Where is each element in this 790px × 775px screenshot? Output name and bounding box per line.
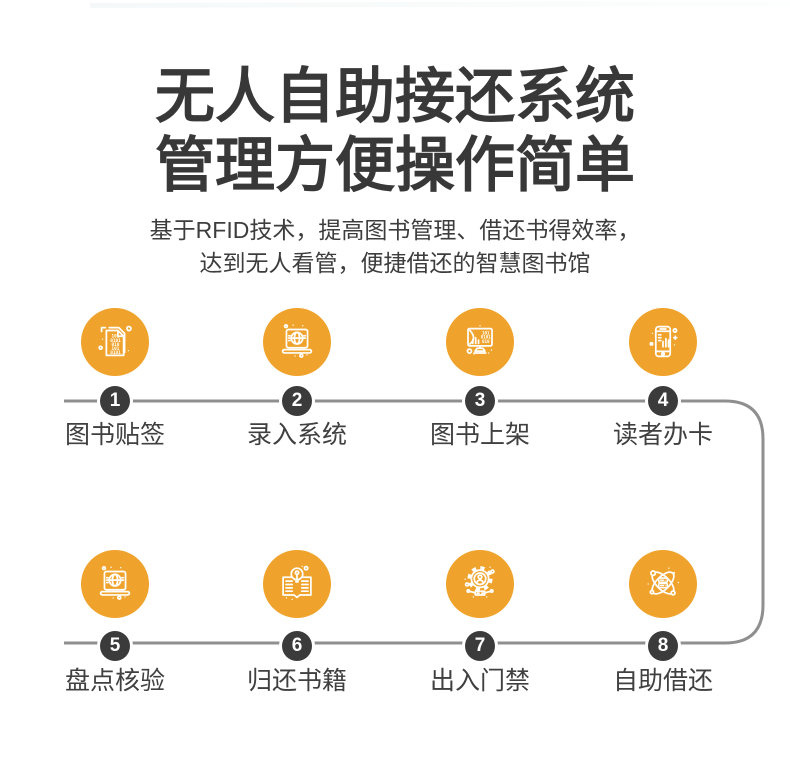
step-number-badge: 7 — [465, 631, 495, 661]
doc-binary-row: 010 — [112, 342, 120, 348]
phone-chart-icon — [649, 325, 678, 358]
gear-person-icon — [464, 566, 495, 598]
step-8-circle — [629, 550, 697, 618]
step-8: 8 自助借还 — [573, 550, 753, 694]
step-number: 7 — [474, 635, 486, 656]
step-label: 出入门禁 — [429, 667, 530, 695]
atom-data-icon — [647, 567, 680, 596]
step-4: 4 读者办卡 — [573, 308, 753, 448]
step-7-circle — [446, 550, 514, 618]
step-2: 2 录入系统 — [207, 308, 387, 448]
title-line-1: 无人自助接还系统 — [155, 63, 635, 130]
step-number-badge: 4 — [648, 386, 678, 416]
laptop-globe-icon — [99, 565, 131, 600]
monitor-binary-row: 0101 — [481, 335, 492, 340]
step-label: 盘点核验 — [64, 667, 165, 695]
book-bulb-icon — [282, 565, 312, 601]
step-5: 5 盘点核验 — [25, 550, 205, 694]
step-label: 图书上架 — [429, 421, 530, 449]
doc-binary-row: 101 — [112, 334, 120, 340]
step-1: 101 0101 010 101 0101 1 图书贴签 — [25, 308, 205, 448]
documents-binary-icon: 101 0101 010 101 0101 — [98, 325, 132, 357]
laptop-globe-icon — [281, 323, 313, 358]
step-5-circle — [81, 550, 149, 618]
step-number: 6 — [291, 635, 303, 656]
step-1-circle: 101 0101 010 101 0101 — [81, 308, 149, 376]
step-number: 8 — [657, 635, 669, 656]
step-number-badge: 3 — [465, 386, 495, 416]
doc-binary-row: 101 — [112, 346, 120, 352]
step-3-circle: 101 0101 010 — [446, 308, 514, 376]
page-subtitle: 基于RFID技术，提高图书管理、借还书得效率， 达到无人看管，便捷借还的智慧图书… — [0, 214, 790, 280]
step-number-badge: 1 — [100, 386, 130, 416]
step-number: 3 — [474, 390, 486, 411]
step-label: 读者办卡 — [612, 421, 713, 449]
subtitle-line-2: 达到无人看管，便捷借还的智慧图书馆 — [199, 250, 591, 276]
step-number-badge: 6 — [282, 631, 312, 661]
step-label: 自助借还 — [612, 667, 713, 695]
monitor-binary-row: 010 — [482, 339, 490, 344]
subtitle-line-1: 基于RFID技术，提高图书管理、借还书得效率， — [149, 217, 641, 243]
title-line-2: 管理方便操作简单 — [155, 132, 635, 199]
step-number: 2 — [291, 390, 303, 411]
step-6-circle — [263, 550, 331, 618]
doc-binary-row: 0101 — [110, 338, 121, 344]
step-number-badge: 2 — [282, 386, 312, 416]
step-3: 101 0101 010 3 图书上架 — [390, 308, 570, 448]
monitor-binary-row: 101 — [482, 330, 490, 335]
step-number: 4 — [657, 390, 669, 411]
step-number: 1 — [109, 390, 121, 411]
monitor-chart-icon: 101 0101 010 — [466, 325, 493, 355]
step-label: 录入系统 — [246, 421, 347, 449]
step-label: 图书贴签 — [64, 421, 165, 449]
page-title: 无人自助接还系统 管理方便操作简单 — [0, 62, 790, 200]
step-4-circle — [629, 308, 697, 376]
step-number-badge: 5 — [100, 631, 130, 661]
step-7: 7 出入门禁 — [390, 550, 570, 694]
step-label: 归还书籍 — [246, 667, 347, 695]
step-number: 5 — [109, 635, 121, 656]
step-6: 6 归还书籍 — [207, 550, 387, 694]
step-2-circle — [263, 308, 331, 376]
step-number-badge: 8 — [648, 631, 678, 661]
doc-binary-row: 0101 — [110, 350, 121, 356]
